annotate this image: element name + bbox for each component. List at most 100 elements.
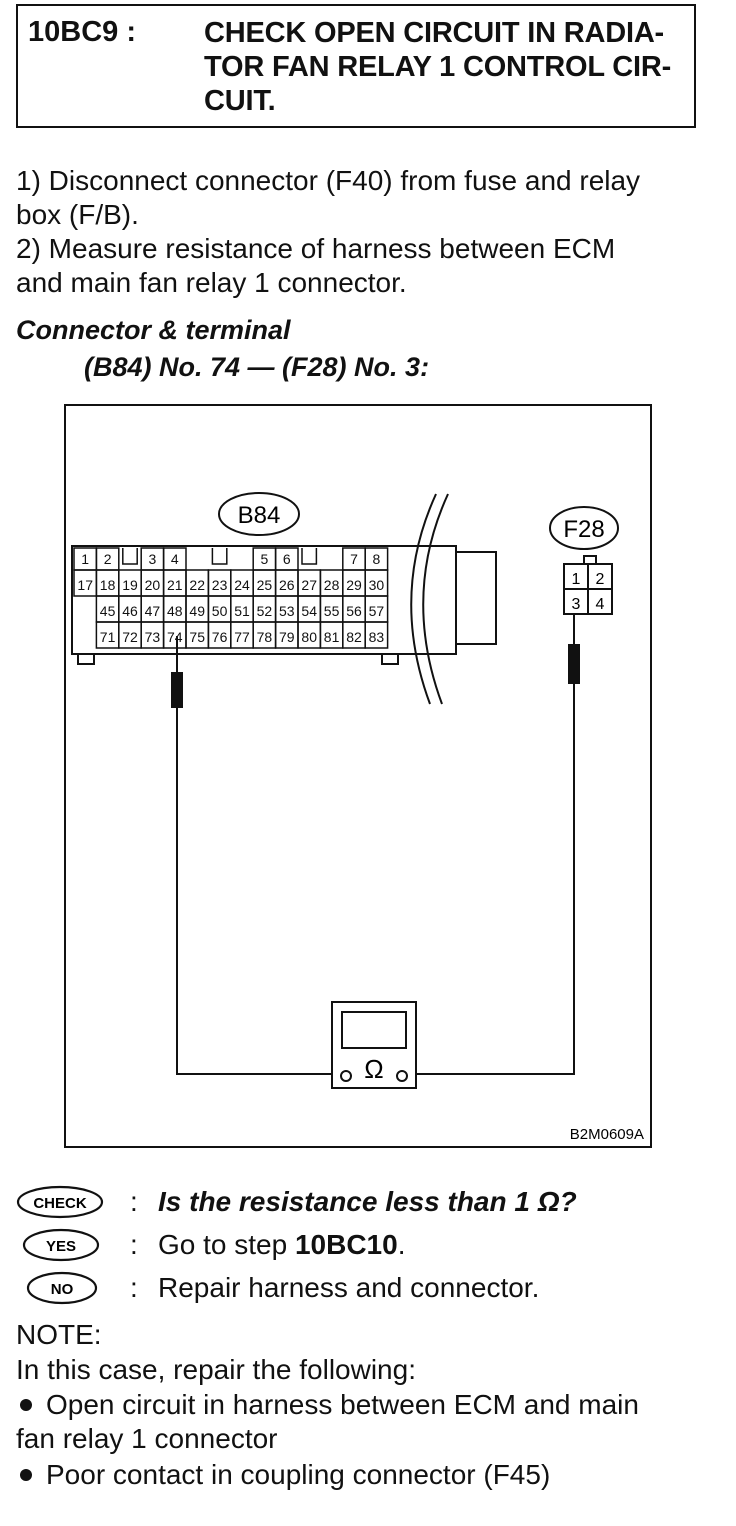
ecm-pin-label: 4 — [171, 551, 179, 567]
ecm-pin-label: 5 — [261, 551, 269, 567]
bullet-icon — [20, 1468, 32, 1481]
instruction-line: 1) Disconnect connector (F40) from fuse … — [16, 165, 641, 196]
ecm-pin-label: 1 — [81, 551, 89, 567]
ecm-pin-label: 45 — [100, 603, 116, 619]
instruction-1: 1) Disconnect connector (F40) from fuse … — [16, 164, 706, 232]
answer-colon: : — [130, 1272, 138, 1303]
ecm-pin-label: 78 — [257, 629, 273, 645]
check-badge-label: CHECK — [33, 1195, 87, 1212]
ecm-pin-label: 81 — [324, 629, 340, 645]
ecm-connector-b84 — [71, 545, 497, 665]
ecm-pin-label: 21 — [167, 577, 183, 593]
step-title-line: CHECK OPEN CIRCUIT IN RADIA- — [204, 17, 665, 49]
wire-b84-74 — [176, 636, 344, 1075]
ecm-pin-label: 24 — [234, 577, 250, 593]
step-title-line: CUIT. — [204, 85, 276, 117]
ecm-pin-label: 76 — [212, 629, 228, 645]
spec-value: (B84) No. 74 — (F28) No. 3: — [84, 352, 430, 382]
instruction-line: 2) Measure resistance of harness between… — [16, 233, 616, 264]
ecm-pin-label: 26 — [279, 577, 295, 593]
ecm-pin-label: 20 — [145, 577, 161, 593]
b84-label: B84 — [238, 502, 281, 529]
instruction-line: and main fan relay 1 connector. — [16, 267, 407, 298]
ecm-pin-label: 72 — [122, 629, 138, 645]
yes-answer: Go to step 10BC10. — [158, 1229, 405, 1261]
step-title-line: TOR FAN RELAY 1 CONTROL CIR- — [204, 51, 672, 83]
ecm-pin-label: 3 — [149, 551, 157, 567]
ecm-pin-label: 80 — [301, 629, 317, 645]
ecm-pin-label: 53 — [279, 603, 295, 619]
ecm-pin-label: 83 — [369, 629, 385, 645]
ecm-pin-label: 22 — [189, 577, 205, 593]
ecm-pin-label: 57 — [369, 603, 385, 619]
ecm-pin-cell — [364, 621, 389, 649]
figure-id: B2M0609A — [570, 1126, 644, 1143]
ecm-pin-label: 2 — [104, 551, 112, 567]
ecm-key-notch — [122, 548, 138, 565]
f28-label: F28 — [563, 516, 604, 543]
f28-pin-1: 1 — [572, 571, 581, 588]
ecm-pin-label: 30 — [369, 577, 385, 593]
ecm-pin-label: 77 — [234, 629, 250, 645]
ecm-key-notch — [301, 548, 318, 565]
yes-answer-post: . — [397, 1229, 406, 1260]
bullet-text: Open circuit in harness between ECM and … — [46, 1389, 639, 1420]
answer-colon: : — [130, 1186, 138, 1217]
note-bullet-1: Open circuit in harness between ECM and … — [16, 1388, 716, 1456]
break-line-1 — [410, 493, 437, 705]
yes-answer-step: 10BC10 — [294, 1229, 398, 1260]
yes-badge-label: YES — [46, 1238, 76, 1255]
no-badge-icon: NO — [24, 1270, 100, 1306]
ohm-symbol: Ω — [364, 1054, 383, 1084]
step-title: CHECK OPEN CIRCUIT IN RADIA- TOR FAN REL… — [204, 16, 684, 118]
ecm-pin-label: 27 — [301, 577, 317, 593]
ecm-pin-label: 48 — [167, 603, 183, 619]
ecm-pin-label: 55 — [324, 603, 340, 619]
wire-f28-3 — [404, 614, 575, 1075]
bullet-text: fan relay 1 connector — [16, 1423, 278, 1454]
ecm-pin-label: 79 — [279, 629, 295, 645]
yes-answer-pre: Go to step — [158, 1229, 295, 1260]
ecm-key-notch — [211, 548, 228, 565]
ecm-pin-label: 73 — [145, 629, 161, 645]
ecm-pin-label: 17 — [77, 577, 93, 593]
no-answer: Repair harness and connector. — [158, 1272, 540, 1303]
ecm-pin-label: 28 — [324, 577, 340, 593]
ecm-pin-label: 29 — [346, 577, 362, 593]
note-bullet-2: Poor contact in coupling connector (F45) — [16, 1458, 716, 1492]
ecm-pin-label: 25 — [257, 577, 273, 593]
ecm-pin-label: 82 — [346, 629, 362, 645]
ecm-pin-label: 52 — [257, 603, 273, 619]
ecm-grid — [73, 547, 389, 649]
relay-connector-f28 — [563, 555, 613, 615]
b84-callout — [218, 492, 300, 536]
f28-pin-3: 3 — [572, 596, 581, 613]
check-question: Is the resistance less than 1 Ω? — [158, 1186, 577, 1217]
bullet-icon — [20, 1398, 32, 1411]
ecm-pin-label: 75 — [189, 629, 205, 645]
bullet-text: Poor contact in coupling connector (F45) — [46, 1459, 551, 1490]
ecm-pin-label: 18 — [100, 577, 116, 593]
ecm-pin-label: 46 — [122, 603, 138, 619]
ecm-pin-label: 7 — [350, 551, 358, 567]
note-intro: In this case, repair the following: — [16, 1354, 416, 1385]
ecm-pin-label: 54 — [301, 603, 317, 619]
ecm-pin-label: 56 — [346, 603, 362, 619]
ecm-pin-label: 23 — [212, 577, 228, 593]
ohmmeter — [331, 1001, 417, 1089]
instruction-line: box (F/B). — [16, 199, 139, 230]
probe-b84 — [171, 672, 183, 708]
check-badge-icon: CHECK — [16, 1184, 104, 1220]
probe-f28 — [568, 644, 580, 684]
step-code: 10BC9 : — [28, 16, 136, 48]
instruction-2: 2) Measure resistance of harness between… — [16, 232, 706, 300]
ecm-pin-label: 8 — [373, 551, 381, 567]
step-header-box: 10BC9 : CHECK OPEN CIRCUIT IN RADIA- TOR… — [16, 4, 696, 128]
answer-colon: : — [130, 1229, 138, 1260]
ecm-pin-label: 51 — [234, 603, 250, 619]
no-badge-label: NO — [51, 1281, 74, 1298]
f28-callout — [549, 506, 619, 550]
ecm-pin-label: 6 — [283, 551, 291, 567]
